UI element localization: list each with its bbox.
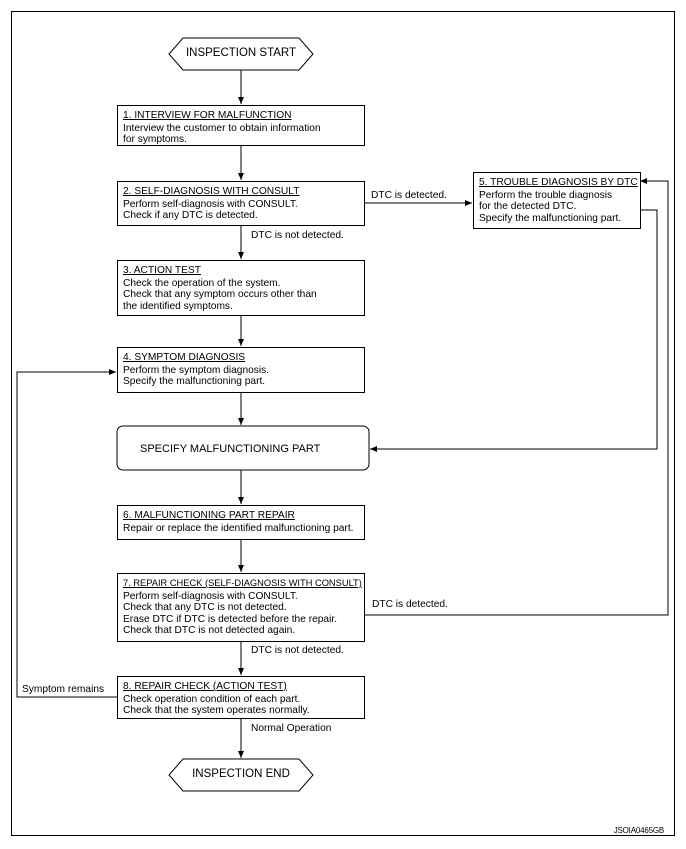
step-7-box: 7. REPAIR CHECK (SELF-DIAGNOSIS WITH CON… [117, 573, 365, 642]
diagram-frame [11, 11, 675, 836]
edge-label-dtc-detected: DTC is detected. [372, 599, 448, 610]
step-8-title: 8. REPAIR CHECK (ACTION TEST) [123, 681, 287, 692]
step-7-line: Erase DTC if DTC is detected before the … [123, 613, 338, 625]
step-7-line: Check that DTC is not detected again. [123, 625, 296, 636]
start-label: INSPECTION START [185, 47, 297, 59]
step-8-line: Check operation condition of each part. [123, 693, 301, 705]
step-3-title: 3. ACTION TEST [123, 265, 201, 276]
step-5-box: 5. TROUBLE DIAGNOSIS BY DTC Perform the … [473, 172, 641, 229]
step-4-box: 4. SYMPTOM DIAGNOSIS Perform the symptom… [117, 347, 365, 393]
step-6-box: 6. MALFUNCTIONING PART REPAIR Repair or … [117, 505, 365, 540]
step-7-line: Check that any DTC is not detected. [123, 602, 287, 613]
edge-label-normal-operation: Normal Operation [251, 723, 332, 734]
step-8-box: 8. REPAIR CHECK (ACTION TEST) Check oper… [117, 676, 365, 719]
step-5-line: Specify the malfunctioning part. [479, 212, 622, 224]
start-hexagon [168, 37, 314, 71]
arrow-5-to-specify [370, 209, 658, 452]
step-7-title: 7. REPAIR CHECK (SELF-DIAGNOSIS WITH CON… [123, 578, 362, 588]
arrow-8-to-4 [16, 369, 117, 698]
end-label: INSPECTION END [192, 768, 290, 780]
step-2-title: 2. SELF-DIAGNOSIS WITH CONSULT [123, 186, 300, 197]
step-2-line: Perform self-diagnosis with CONSULT. [123, 198, 298, 210]
edge-label-dtc-not-detected: DTC is not detected. [251, 230, 344, 241]
step-3-line: the identified symptoms. [123, 300, 233, 312]
step-8-line: Check that the system operates normally. [123, 705, 310, 716]
step-7-line: Perform self-diagnosis with CONSULT. [123, 590, 298, 602]
step-1-box: 1. INTERVIEW FOR MALFUNCTION Interview t… [117, 105, 365, 146]
step-6-line: Repair or replace the identified malfunc… [123, 522, 354, 534]
step-6-title: 6. MALFUNCTIONING PART REPAIR [123, 510, 295, 521]
step-3-line: Check that any symptom occurs other than [123, 289, 317, 300]
step-2-line: Check if any DTC is detected. [123, 210, 258, 221]
edge-label-dtc-not-detected: DTC is not detected. [251, 645, 344, 656]
step-3-line: Check the operation of the system. [123, 277, 281, 289]
step-1-title: 1. INTERVIEW FOR MALFUNCTION [123, 110, 292, 121]
arrow-7-to-5 [364, 178, 669, 616]
step-4-line: Perform the symptom diagnosis. [123, 364, 270, 376]
edge-label-symptom-remains: Symptom remains [22, 684, 105, 695]
step-2-box: 2. SELF-DIAGNOSIS WITH CONSULT Perform s… [117, 181, 365, 226]
step-4-line: Specify the malfunctioning part. [123, 376, 266, 387]
step-5-line: Perform the trouble diagnosis [479, 189, 613, 201]
specify-box [116, 425, 370, 471]
edge-label-dtc-detected: DTC is detected. [371, 190, 447, 201]
step-5-line: for the detected DTC. [479, 201, 577, 212]
specify-label: SPECIFY MALFUNCTIONING PART [140, 443, 321, 455]
step-1-line: for symptoms. [123, 134, 187, 145]
step-5-title: 5. TROUBLE DIAGNOSIS BY DTC [479, 177, 638, 188]
figure-code: JSOIA0465GB [613, 826, 664, 835]
step-3-box: 3. ACTION TEST Check the operation of th… [117, 260, 365, 316]
step-4-title: 4. SYMPTOM DIAGNOSIS [123, 352, 246, 363]
step-1-line: Interview the customer to obtain informa… [123, 122, 321, 134]
end-hexagon [168, 758, 314, 792]
